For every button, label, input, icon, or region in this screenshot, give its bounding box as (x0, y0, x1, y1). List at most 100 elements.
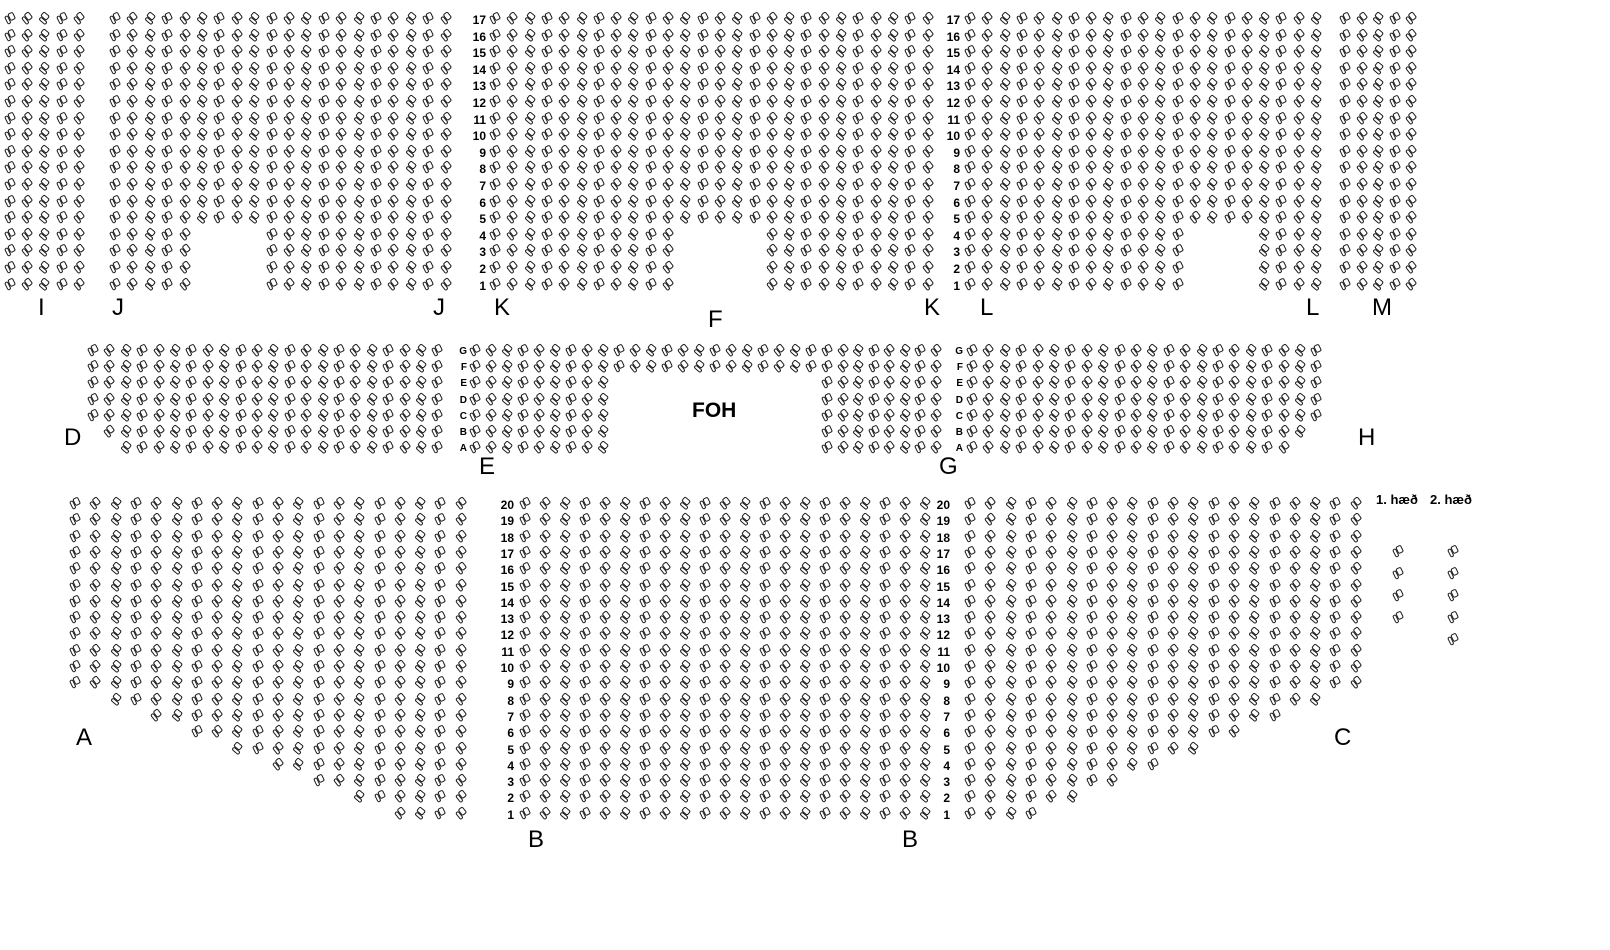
seat[interactable] (434, 577, 449, 592)
seat[interactable] (37, 242, 52, 257)
seat[interactable] (1047, 342, 1062, 357)
seat[interactable] (816, 43, 831, 58)
seat[interactable] (1113, 407, 1128, 422)
seat[interactable] (1125, 593, 1140, 608)
seat[interactable] (393, 658, 408, 673)
seat[interactable] (72, 209, 87, 224)
seat[interactable] (638, 642, 653, 657)
seat[interactable] (798, 756, 813, 771)
seat[interactable] (88, 544, 103, 559)
seat[interactable] (596, 423, 611, 438)
seat[interactable] (88, 593, 103, 608)
seat[interactable] (765, 126, 780, 141)
seat[interactable] (129, 577, 144, 592)
seat[interactable] (332, 560, 347, 575)
seat[interactable] (1186, 593, 1201, 608)
seat[interactable] (1186, 495, 1201, 510)
seat[interactable] (271, 609, 286, 624)
seat[interactable] (230, 159, 245, 174)
seat[interactable] (352, 544, 367, 559)
seat[interactable] (190, 560, 205, 575)
seat[interactable] (373, 577, 388, 592)
seat[interactable] (661, 43, 676, 58)
seat[interactable] (72, 143, 87, 158)
seat[interactable] (282, 242, 297, 257)
seat[interactable] (213, 193, 228, 208)
seat[interactable] (393, 772, 408, 787)
seat[interactable] (1207, 723, 1222, 738)
seat[interactable] (1276, 423, 1291, 438)
seat[interactable] (851, 358, 866, 373)
seat[interactable] (897, 390, 912, 405)
seat[interactable] (1067, 10, 1082, 25)
seat[interactable] (851, 374, 866, 389)
seat[interactable] (1207, 577, 1222, 592)
seat[interactable] (1105, 609, 1120, 624)
seat[interactable] (644, 27, 659, 42)
seat[interactable] (282, 143, 297, 158)
seat[interactable] (1153, 26, 1168, 41)
seat[interactable] (1085, 740, 1100, 755)
seat[interactable] (1129, 374, 1144, 389)
seat[interactable] (897, 423, 912, 438)
seat[interactable] (1153, 192, 1168, 207)
seat[interactable] (1338, 226, 1353, 241)
seat[interactable] (20, 226, 35, 241)
seat[interactable] (1153, 275, 1168, 290)
seat[interactable] (1388, 143, 1403, 158)
seat[interactable] (1288, 593, 1303, 608)
seat[interactable] (548, 439, 563, 454)
seat[interactable] (886, 242, 901, 257)
seat[interactable] (1166, 707, 1181, 722)
seat[interactable] (858, 527, 873, 542)
seat[interactable] (638, 626, 653, 641)
seat[interactable] (1129, 342, 1144, 357)
seat[interactable] (798, 707, 813, 722)
seat[interactable] (518, 626, 533, 641)
seat[interactable] (557, 10, 572, 25)
seat[interactable] (1003, 756, 1018, 771)
seat[interactable] (678, 60, 693, 75)
seat[interactable] (638, 756, 653, 771)
seat[interactable] (851, 160, 866, 175)
seat[interactable] (37, 143, 52, 158)
seat[interactable] (644, 93, 659, 108)
seat[interactable] (230, 109, 245, 124)
seat[interactable] (177, 143, 192, 158)
seat[interactable] (1186, 723, 1201, 738)
seat[interactable] (351, 126, 366, 141)
seat[interactable] (538, 674, 553, 689)
seat[interactable] (516, 375, 531, 390)
seat[interactable] (1032, 192, 1047, 207)
seat[interactable] (488, 60, 503, 75)
seat[interactable] (918, 739, 933, 754)
seat[interactable] (413, 723, 428, 738)
seat[interactable] (1388, 193, 1403, 208)
seat[interactable] (438, 192, 453, 207)
seat[interactable] (963, 93, 978, 108)
seat[interactable] (393, 804, 408, 819)
seat[interactable] (185, 391, 200, 406)
seat[interactable] (125, 26, 140, 41)
seat[interactable] (312, 740, 327, 755)
seat[interactable] (315, 358, 330, 373)
seat[interactable] (190, 691, 205, 706)
seat[interactable] (1268, 626, 1283, 641)
seat[interactable] (518, 772, 533, 787)
seat[interactable] (532, 407, 547, 422)
seat[interactable] (332, 658, 347, 673)
seat[interactable] (878, 723, 893, 738)
seat[interactable] (626, 109, 641, 124)
seat[interactable] (1275, 243, 1290, 258)
seat[interactable] (352, 756, 367, 771)
seat[interactable] (696, 77, 711, 92)
seat[interactable] (1129, 358, 1144, 373)
seat[interactable] (758, 642, 773, 657)
seat[interactable] (696, 27, 711, 42)
seat[interactable] (868, 126, 883, 141)
seat[interactable] (1166, 723, 1181, 738)
seat[interactable] (878, 658, 893, 673)
seat[interactable] (352, 707, 367, 722)
seat[interactable] (1223, 143, 1238, 158)
seat[interactable] (348, 358, 363, 373)
